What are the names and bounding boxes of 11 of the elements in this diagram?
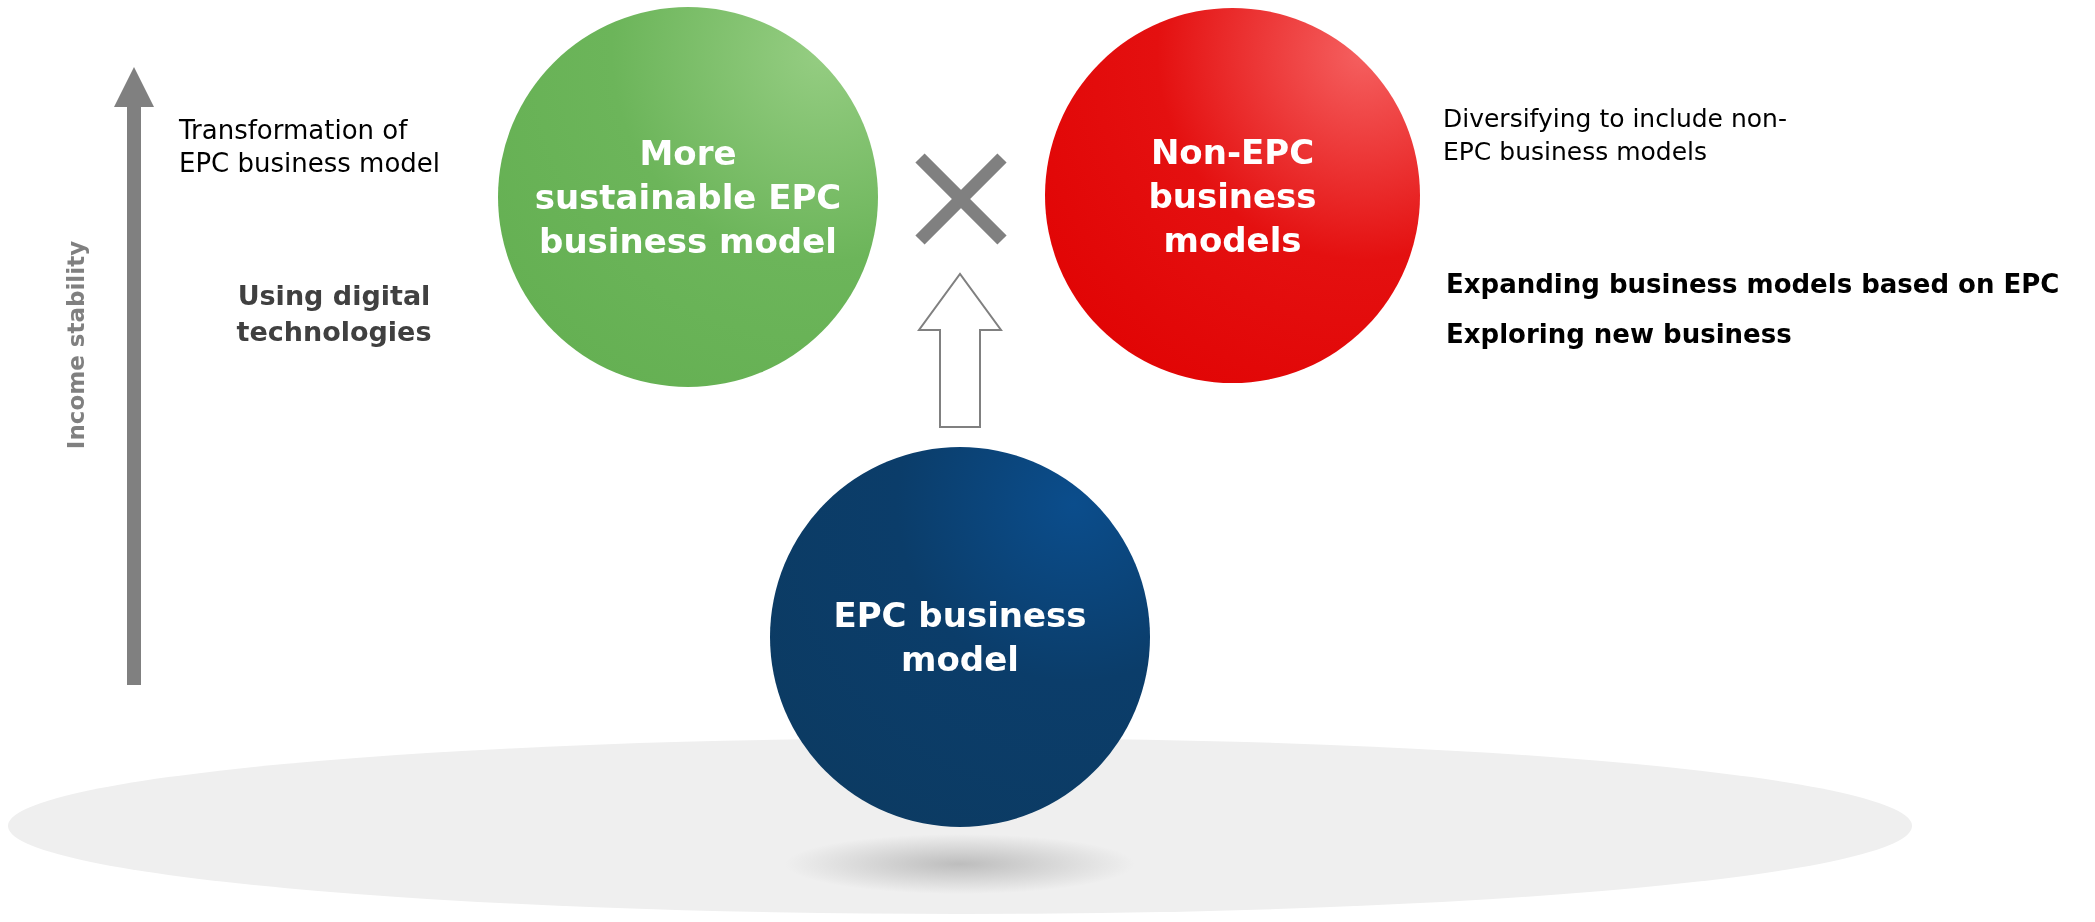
hollow-arrow [917, 272, 1003, 428]
node-label: More sustainable EPC business model [533, 132, 843, 263]
annotation-text: Using digital technologies [235, 279, 433, 349]
cross-icon [914, 152, 1008, 246]
annotation-text: Exploring new business [1446, 318, 1793, 351]
node-label: EPC business model [832, 594, 1088, 681]
annotation-text: Transformation of EPC business model [179, 114, 441, 180]
annotation-text: Diversifying to include non-EPC business models [1443, 103, 1788, 168]
node-label: Non-EPC business models [1147, 130, 1318, 262]
axis-label: Income stability [63, 240, 89, 450]
annotation-text: Expanding business models based on EPC [1446, 268, 2061, 301]
